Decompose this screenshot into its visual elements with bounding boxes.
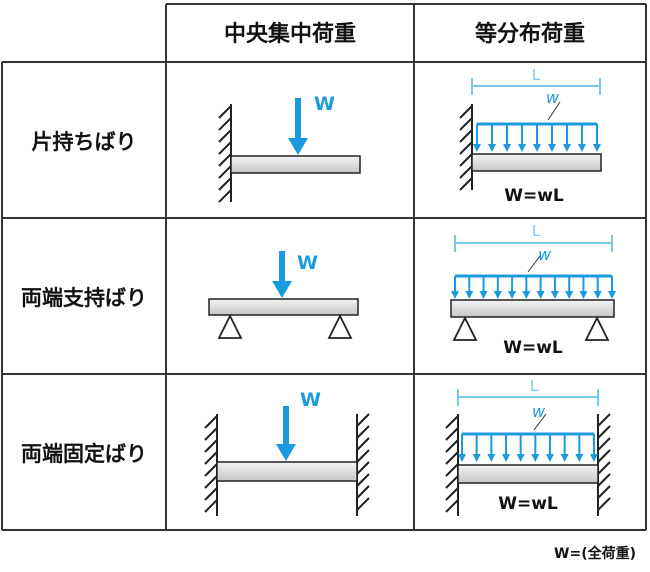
- load-arrow-head: [533, 144, 541, 152]
- fixed-fixed-distributed-load-diagram: L w W=wL: [445, 377, 611, 516]
- cantilever-distributed-load-diagram: L w W=wL: [459, 66, 602, 206]
- load-arrow-head: [531, 454, 540, 462]
- load-arrow-head: [578, 144, 586, 152]
- distributed-load-arrows: [458, 432, 598, 462]
- load-arrow-head: [508, 291, 517, 299]
- point-load-label: W: [314, 93, 335, 115]
- header-point-load: 中央集中荷重: [224, 21, 356, 47]
- span-label: L: [532, 222, 541, 240]
- point-load-arrow: [272, 251, 292, 298]
- load-arrow-head: [593, 291, 602, 299]
- span-label: L: [532, 66, 541, 84]
- load-arrow-head: [487, 454, 496, 462]
- load-arrow-head: [518, 144, 526, 152]
- load-arrow-head: [548, 144, 556, 152]
- point-load-arrow: [276, 406, 296, 461]
- cantilever-point-load-diagram: W: [218, 93, 361, 203]
- table-grid: [1, 3, 647, 531]
- load-leader-line: [533, 413, 547, 431]
- wall-left-hatch: [445, 414, 459, 516]
- wall-left-hatch: [218, 104, 232, 203]
- wall-right-hatch: [356, 413, 370, 516]
- load-leader-line: [547, 101, 561, 121]
- load-arrow-head: [536, 291, 545, 299]
- row-label-cantilever: 片持ちばり: [32, 130, 137, 154]
- point-load-label: W: [297, 252, 318, 274]
- beam: [216, 461, 358, 482]
- load-arrow-head: [593, 144, 601, 152]
- load-arrow-head: [560, 454, 569, 462]
- load-arrow-head: [502, 454, 510, 462]
- load-arrow-head: [565, 291, 574, 299]
- load-arrow-head: [590, 454, 598, 462]
- footnote: W=(全荷重): [554, 545, 636, 562]
- pin-support-right: [327, 313, 353, 339]
- load-arrow-head: [493, 291, 502, 299]
- span-label: L: [530, 377, 539, 395]
- simply-supported-distributed-load-diagram: L w W=wL: [450, 222, 616, 358]
- load-arrow-head: [516, 454, 525, 462]
- simply-supported-point-load-diagram: W: [208, 251, 359, 339]
- load-arrow-head: [579, 291, 588, 299]
- load-arrow-head: [458, 454, 466, 462]
- span-dimension: [454, 235, 613, 252]
- beam: [208, 298, 359, 316]
- row-label-simply-supported: 両端支持ばり: [21, 286, 147, 310]
- wall-left-hatch: [459, 104, 473, 191]
- load-arrow-head: [503, 144, 511, 152]
- wall-left-hatch: [204, 414, 218, 516]
- beam: [457, 464, 599, 484]
- distributed-load-arrows: [473, 122, 601, 152]
- total-load-formula: W=wL: [503, 338, 563, 358]
- pin-support-right: [584, 315, 610, 341]
- distributed-load-label: w: [532, 402, 546, 421]
- point-load-label: W: [300, 389, 321, 411]
- load-arrow-head: [546, 454, 554, 462]
- beam: [450, 299, 615, 318]
- load-arrow-head: [550, 291, 559, 299]
- beam: [230, 155, 361, 174]
- load-arrow-head: [488, 144, 496, 152]
- load-arrow-head: [451, 291, 459, 299]
- point-load-arrow: [288, 98, 308, 155]
- load-arrow-head: [575, 454, 584, 462]
- load-arrow-head: [465, 291, 474, 299]
- row-label-fixed-fixed: 両端固定ばり: [21, 442, 147, 466]
- wall-right-hatch: [597, 413, 611, 516]
- distributed-load-arrows: [451, 274, 616, 299]
- load-arrow-head: [472, 454, 481, 462]
- distributed-load-label: w: [546, 88, 560, 107]
- beam: [471, 153, 602, 172]
- header-distributed-load: 等分布荷重: [475, 21, 585, 47]
- fixed-fixed-point-load-diagram: W: [204, 389, 370, 516]
- load-arrow-head: [522, 291, 531, 299]
- load-arrow-head: [608, 291, 616, 299]
- load-arrow-head: [563, 144, 571, 152]
- pin-support-left: [452, 315, 478, 341]
- load-leader-line: [527, 255, 541, 273]
- load-arrow-head: [473, 144, 481, 152]
- distributed-load-label: w: [538, 245, 552, 264]
- pin-support-left: [217, 313, 243, 339]
- span-dimension: [471, 78, 601, 95]
- span-dimension: [457, 389, 599, 406]
- load-arrow-head: [479, 291, 488, 299]
- total-load-formula: W=wL: [504, 186, 564, 206]
- total-load-formula: W=wL: [498, 494, 558, 514]
